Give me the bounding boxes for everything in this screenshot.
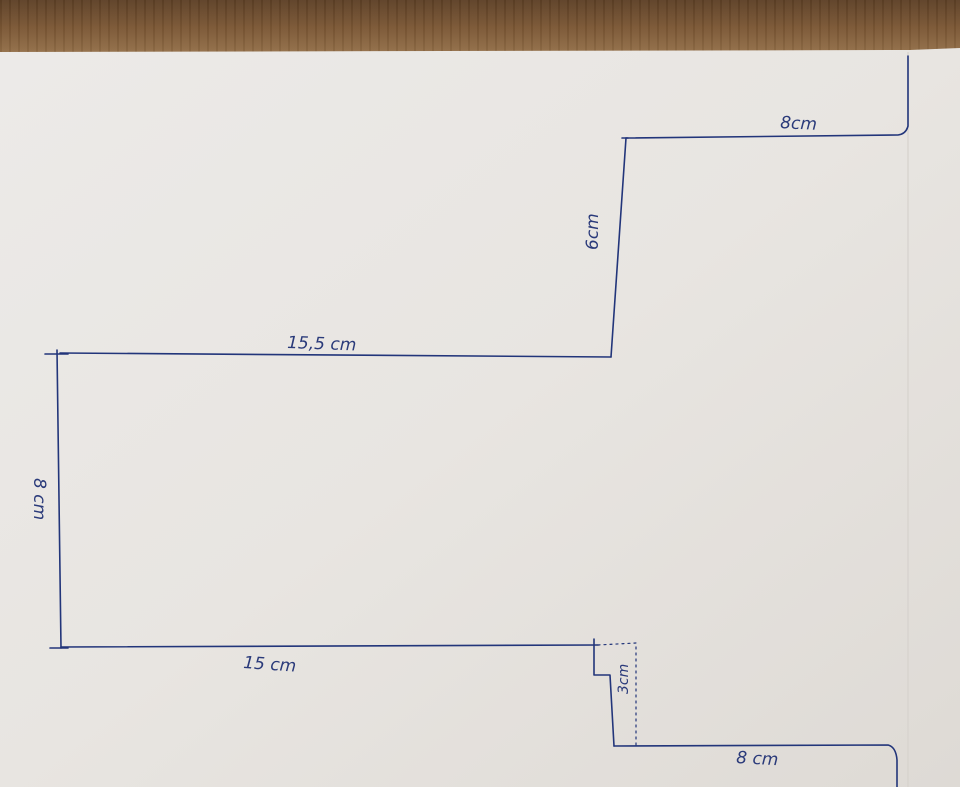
label-left-side: 8 cm	[29, 478, 49, 520]
label-bottom-right: 8 cm	[736, 748, 779, 770]
left-edge	[56, 349, 62, 649]
paper-background	[0, 48, 960, 787]
label-upper-step: 6cm	[583, 213, 603, 250]
label-top-right: 8cm	[780, 113, 818, 135]
wooden-table-surface	[0, 0, 960, 60]
label-lower-step: 3cm	[616, 664, 632, 694]
upper-step-edge	[610, 137, 627, 358]
middle-top-edge	[59, 352, 612, 358]
bottom-right-edge	[613, 744, 898, 787]
label-bottom-left: 15 cm	[243, 653, 297, 677]
lower-step-edge	[593, 638, 615, 747]
bottom-left-edge	[60, 644, 599, 648]
top-right-edge	[625, 55, 909, 139]
lower-step-guide	[597, 642, 637, 746]
label-middle-top: 15,5 cm	[287, 333, 357, 355]
sketch-outline	[44, 55, 909, 787]
